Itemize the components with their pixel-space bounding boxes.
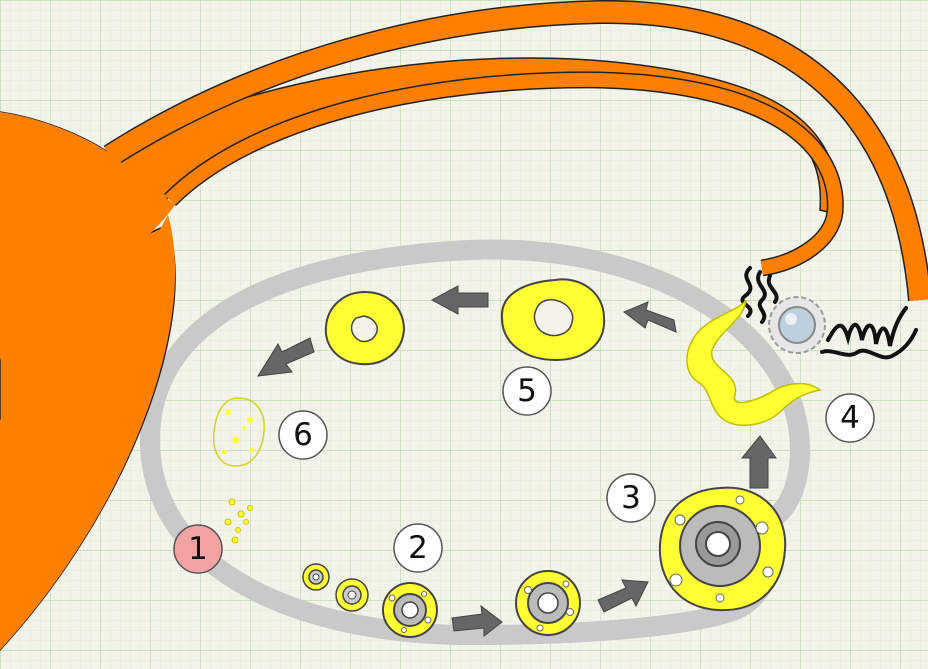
ruptured-follicle-icon bbox=[686, 299, 822, 427]
arrow-5-to-5b bbox=[430, 285, 489, 315]
primordial-follicle-icon bbox=[224, 498, 253, 544]
arrow-2b-to-3 bbox=[597, 579, 649, 613]
corpus-albicans-icon bbox=[212, 397, 265, 467]
stage-label-2-text: 2 bbox=[408, 530, 428, 566]
mature-follicle-icon bbox=[658, 486, 787, 612]
arrow-3-to-4 bbox=[740, 435, 777, 489]
stage-label-1-text: 1 bbox=[188, 531, 208, 567]
arrow-2-to-2b bbox=[451, 604, 503, 638]
primary-follicle-icon bbox=[302, 563, 369, 612]
arrow-4-to-5 bbox=[623, 301, 677, 333]
stage-label-5-text: 5 bbox=[517, 373, 537, 409]
stage-label-4: 4 bbox=[825, 393, 875, 443]
stage-label-1: 1 bbox=[173, 524, 223, 574]
cycle-arrows bbox=[257, 285, 777, 638]
secondary-follicle-icon bbox=[382, 570, 581, 638]
arrow-5b-to-6 bbox=[257, 337, 315, 377]
stage-label-6-text: 6 bbox=[293, 417, 313, 453]
corpus-luteum-icon bbox=[324, 278, 606, 366]
stage-label-6: 6 bbox=[278, 410, 328, 460]
stage-label-3: 3 bbox=[606, 473, 656, 523]
fimbriae-icon bbox=[740, 266, 918, 360]
stage-label-5: 5 bbox=[502, 366, 552, 416]
stage-label-3-text: 3 bbox=[621, 480, 641, 516]
released-oocyte-icon bbox=[768, 296, 826, 354]
stage-label-2: 2 bbox=[393, 523, 443, 573]
stage-label-4-text: 4 bbox=[840, 400, 860, 436]
uterine-tube bbox=[0, 0, 928, 652]
